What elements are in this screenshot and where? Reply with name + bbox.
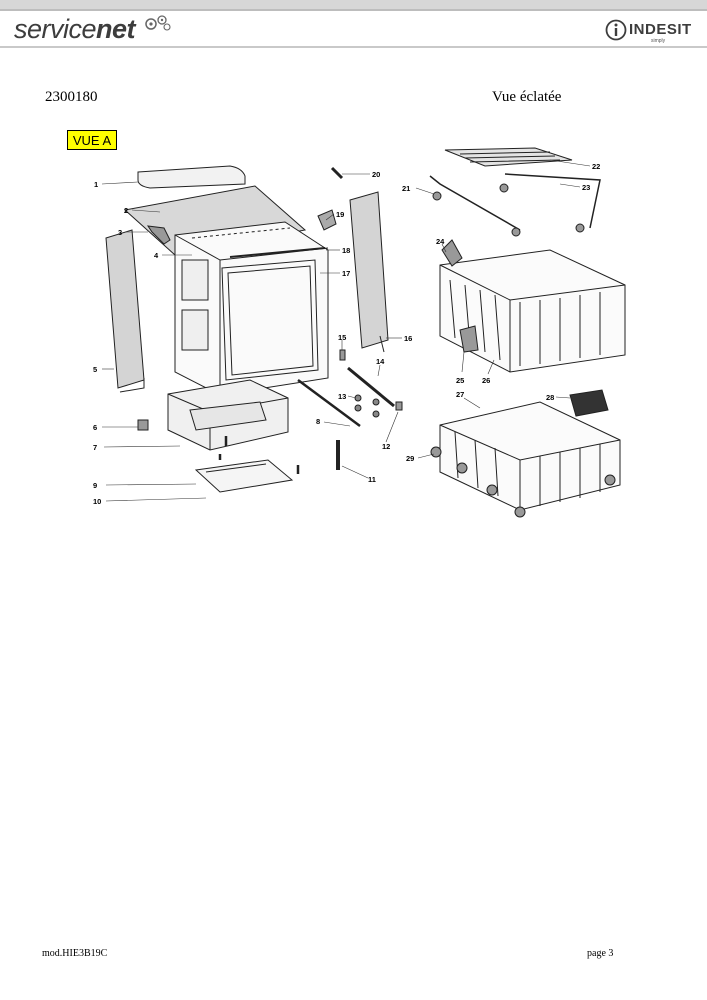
callout-1: 1 — [94, 180, 98, 189]
callout-21: 21 — [402, 184, 410, 193]
callout-13: 13 — [338, 392, 346, 401]
gears-icon — [145, 15, 171, 31]
callout-27: 27 — [456, 390, 464, 399]
indesit-mark-icon — [605, 19, 627, 41]
callout-17: 17 — [342, 269, 350, 278]
callout-12: 12 — [382, 442, 390, 451]
callout-26: 26 — [482, 376, 490, 385]
callout-15: 15 — [338, 333, 346, 342]
callout-3: 3 — [118, 228, 122, 237]
callout-14: 14 — [376, 357, 385, 366]
footer-page-number: page 3 — [587, 948, 614, 959]
footer-model: mod.HIE3B19C — [42, 948, 108, 959]
exploded-view-diagram: 1 2 3 4 5 6 7 8 9 10 11 12 13 14 15 16 1… — [93, 147, 626, 518]
callout-20: 20 — [372, 170, 380, 179]
callout-23: 23 — [582, 183, 590, 192]
header-divider — [0, 9, 707, 11]
callout-28: 28 — [546, 393, 554, 402]
logo-text-net: net — [96, 14, 136, 44]
callout-5: 5 — [93, 365, 97, 374]
indesit-wordmark: INDESIT — [629, 21, 692, 38]
document-title: Vue éclatée — [492, 89, 562, 105]
header-top-bar — [0, 0, 707, 9]
indesit-logo: INDESIT simply — [603, 18, 695, 44]
callout-10: 10 — [93, 497, 101, 506]
callout-2: 2 — [124, 206, 128, 215]
callout-29: 29 — [406, 454, 414, 463]
callout-4: 4 — [154, 251, 159, 260]
document-code: 2300180 — [45, 89, 98, 105]
callout-7: 7 — [93, 443, 97, 452]
callout-6: 6 — [93, 423, 97, 432]
callout-22: 22 — [592, 162, 600, 171]
logo-text-service: service — [14, 14, 97, 44]
callout-18: 18 — [342, 246, 350, 255]
callout-8: 8 — [316, 417, 320, 426]
callout-16: 16 — [404, 334, 412, 343]
callout-11: 11 — [368, 475, 376, 484]
header-bottom-line — [0, 46, 707, 48]
view-label: VUE A — [67, 130, 117, 150]
callout-19: 19 — [336, 210, 344, 219]
indesit-tagline: simply — [651, 38, 666, 44]
callout-25: 25 — [456, 376, 464, 385]
callout-24: 24 — [436, 237, 445, 246]
callout-9: 9 — [93, 481, 97, 490]
